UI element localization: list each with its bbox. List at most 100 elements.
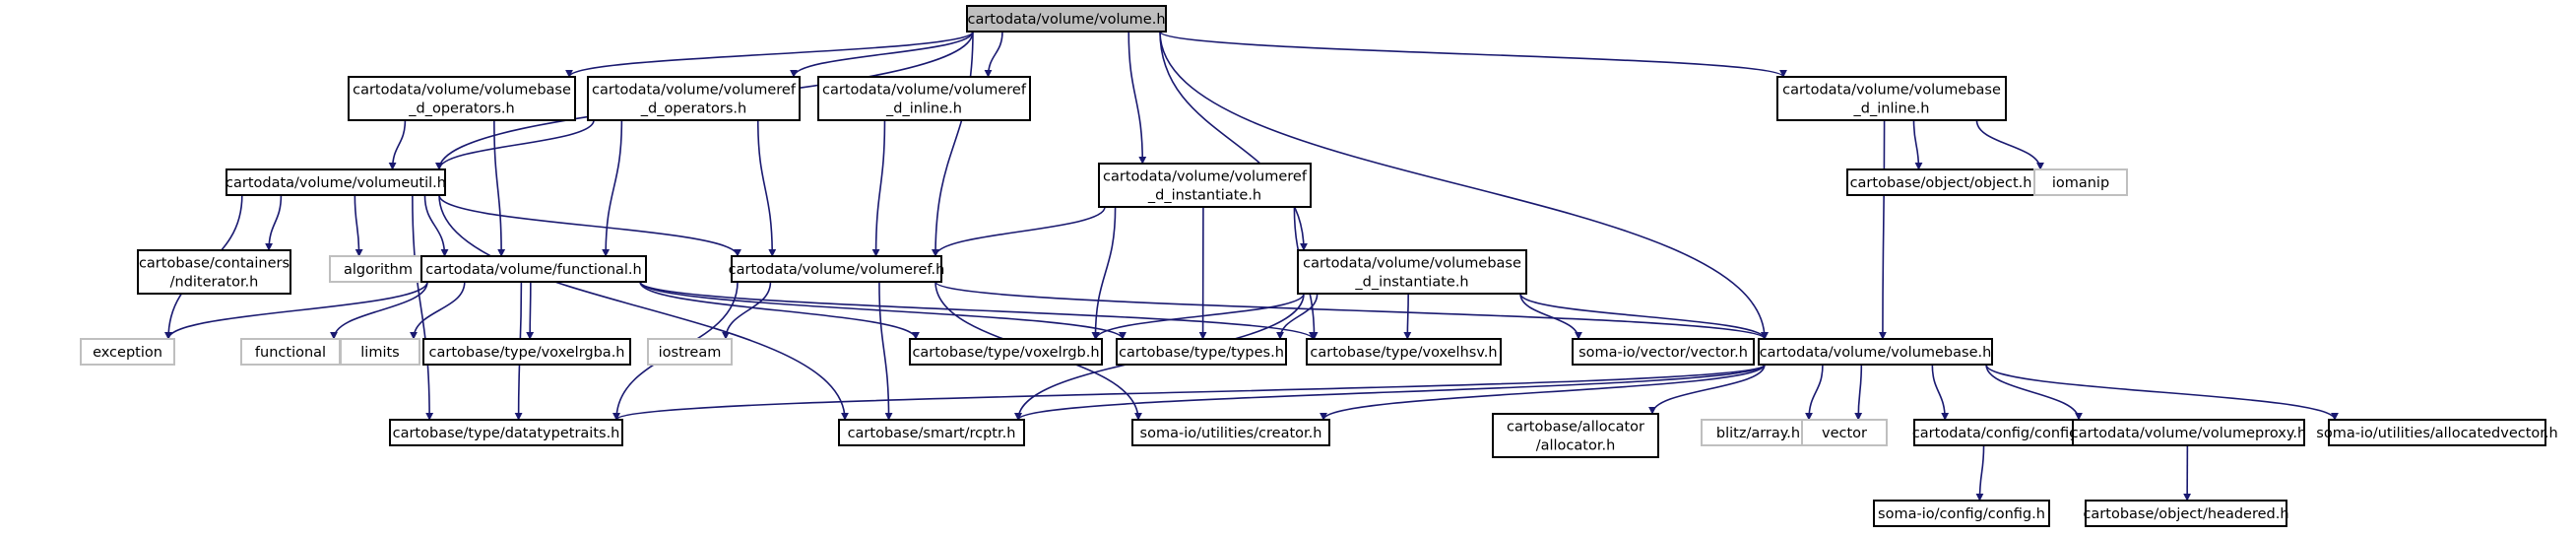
node-box (587, 76, 801, 121)
node-object[interactable]: cartobase/object/object.h (1846, 168, 2035, 196)
node-label: cartodata/volume/volumeref (822, 83, 1027, 99)
edge-functional_h-to-voxelrgb (639, 281, 920, 340)
node-box (420, 255, 647, 283)
edge-root-to-volumebase (1159, 31, 1769, 340)
node-datatypetraits[interactable]: cartobase/type/datatypetraits.h (389, 419, 623, 446)
node-box (731, 255, 942, 283)
edge-functional_h-to-functional (330, 281, 428, 340)
edge-volumebase-to-allocator (1648, 364, 1766, 415)
edge-volumeref-to-rcptr (878, 281, 893, 421)
edge-vb_inst-to-volumebase (1519, 293, 1769, 340)
node-label: soma-io/utilities/creator.h (1140, 426, 1322, 441)
node-nditer[interactable]: cartobase/containers/nditerator.h (137, 249, 291, 295)
node-proxy[interactable]: cartodata/volume/volumeproxy.h (2071, 419, 2306, 446)
node-box (966, 5, 1167, 33)
node-voxelrgba[interactable]: cartobase/type/voxelrgba.h (422, 338, 631, 366)
edge-functional_h-to-types (639, 281, 1127, 340)
node-voxelrgb[interactable]: cartobase/type/voxelrgb.h (909, 338, 1103, 366)
node-creator[interactable]: soma-io/utilities/creator.h (1131, 419, 1330, 446)
node-label: blitz/array.h (1716, 426, 1800, 441)
node-label: soma-io/vector/vector.h (1578, 345, 1748, 361)
node-label: cartobase/type/datatypetraits.h (393, 426, 620, 441)
node-iostream: iostream (647, 338, 733, 366)
edge-volumeutil-to-functional_h (423, 194, 449, 257)
node-label: cartobase/containers (139, 256, 290, 272)
node-box (137, 249, 291, 295)
node-label: vector (1822, 426, 1867, 441)
node-box (225, 168, 446, 196)
node-volumeref[interactable]: cartodata/volume/volumeref.h (729, 255, 945, 283)
node-root[interactable]: cartodata/volume/volume.h (966, 5, 1167, 33)
node-vr-inst[interactable]: cartodata/volume/volumeref _d_instantiate… (1098, 163, 1312, 208)
edge-volumebase-to-vector (1854, 364, 1863, 421)
edge-vb_inline-to-iomanip (1975, 119, 2044, 170)
node-box (647, 338, 733, 366)
edge-vr_inline-to-volumeref (871, 119, 886, 257)
edge-root-to-vr_inst (1127, 31, 1147, 165)
node-volumebase[interactable]: cartodata/volume/volumebase.h (1758, 338, 1993, 366)
node-box (1306, 338, 1502, 366)
edge-volumeutil-to-rcptr (438, 194, 849, 421)
edge-volumeref-to-iostream (722, 281, 772, 340)
node-functional-h[interactable]: cartodata/volume/functional.h (420, 255, 647, 283)
node-label: cartodata/volume/volumeref (1103, 169, 1308, 185)
edge-volumeutil-to-algorithm (354, 194, 363, 257)
node-label: cartodata/volume/volumebase.h (1760, 345, 1992, 361)
node-box (2033, 168, 2128, 196)
node-iomanip: iomanip (2033, 168, 2128, 196)
node-allocator[interactable]: cartobase/allocator/allocator.h (1492, 413, 1659, 458)
node-vb-ops[interactable]: cartodata/volume/volumebase_d_operators.… (348, 76, 576, 121)
node-label: algorithm (344, 262, 413, 278)
node-label: _d_operators.h (640, 101, 746, 117)
edge-volumebase-to-allocvec (1985, 364, 2339, 421)
node-label: _d_inline.h (885, 101, 962, 117)
edge-root-to-vb_inline (1159, 31, 1787, 78)
node-label: iostream (659, 345, 722, 361)
node-box (1572, 338, 1755, 366)
node-allocvec[interactable]: soma-io/utilities/allocatedvector.h (2316, 419, 2558, 446)
edge-vr_ops-to-functional_h (602, 119, 623, 257)
node-box (1776, 76, 2007, 121)
node-box (1131, 419, 1330, 446)
node-box (1758, 338, 1993, 366)
node-box (1801, 419, 1888, 446)
node-label: soma-io/utilities/allocatedvector.h (2316, 426, 2557, 441)
node-box (1098, 163, 1312, 208)
edge-vr_inst-to-volumeref (932, 206, 1106, 257)
edge-volumeref-to-volumebase (934, 281, 1769, 340)
node-label: cartodata/volume/volumeref.h (729, 262, 945, 278)
node-label: cartodata/volume/volumeutil.h (225, 175, 446, 191)
edge-volumebase-to-rcptr (1014, 364, 1766, 421)
node-types[interactable]: cartobase/type/types.h (1116, 338, 1287, 366)
node-config[interactable]: cartodata/config/config.h (1912, 419, 2092, 446)
node-box (340, 338, 420, 366)
node-label: _d_inline.h (1853, 101, 1930, 117)
node-vb-inline[interactable]: cartodata/volume/volumebase_d_inline.h (1776, 76, 2007, 121)
node-label: cartobase/object/headered.h (2083, 506, 2288, 522)
node-label: cartobase/type/voxelrgba.h (429, 345, 625, 361)
node-vector-h[interactable]: soma-io/vector/vector.h (1572, 338, 1755, 366)
edge-vb_inst-to-types (1276, 293, 1319, 340)
node-somaconfig[interactable]: soma-io/config/config.h (1873, 500, 2050, 527)
node-voxelhsv[interactable]: cartobase/type/voxelhsv.h (1306, 338, 1502, 366)
edge-root-to-volumeref (932, 31, 974, 257)
node-vb-inst[interactable]: cartodata/volume/volumebase_d_instantiat… (1297, 249, 1527, 295)
node-label: /nditerator.h (170, 275, 259, 291)
node-rcptr[interactable]: cartobase/smart/rcptr.h (838, 419, 1025, 446)
edge-functional_h-to-voxelrgba (526, 281, 535, 340)
node-box (817, 76, 1031, 121)
node-vr-inline[interactable]: cartodata/volume/volumeref _d_inline.h (817, 76, 1031, 121)
edge-functional_h-to-limits (410, 281, 466, 340)
edge-config-to-somaconfig (1975, 444, 1985, 502)
node-volumeutil[interactable]: cartodata/volume/volumeutil.h (225, 168, 446, 196)
node-limits: limits (340, 338, 420, 366)
node-headered[interactable]: cartobase/object/headered.h (2083, 500, 2289, 527)
node-box (2328, 419, 2546, 446)
node-label: cartobase/smart/rcptr.h (848, 426, 1016, 441)
node-functional: functional (240, 338, 341, 366)
node-vr-ops[interactable]: cartodata/volume/volumeref_d_operators.h (587, 76, 801, 121)
node-label: _d_instantiate.h (1147, 188, 1261, 204)
edge-root-to-vr_inline (984, 31, 1003, 78)
edge-volumebase-to-creator (1320, 364, 1766, 421)
